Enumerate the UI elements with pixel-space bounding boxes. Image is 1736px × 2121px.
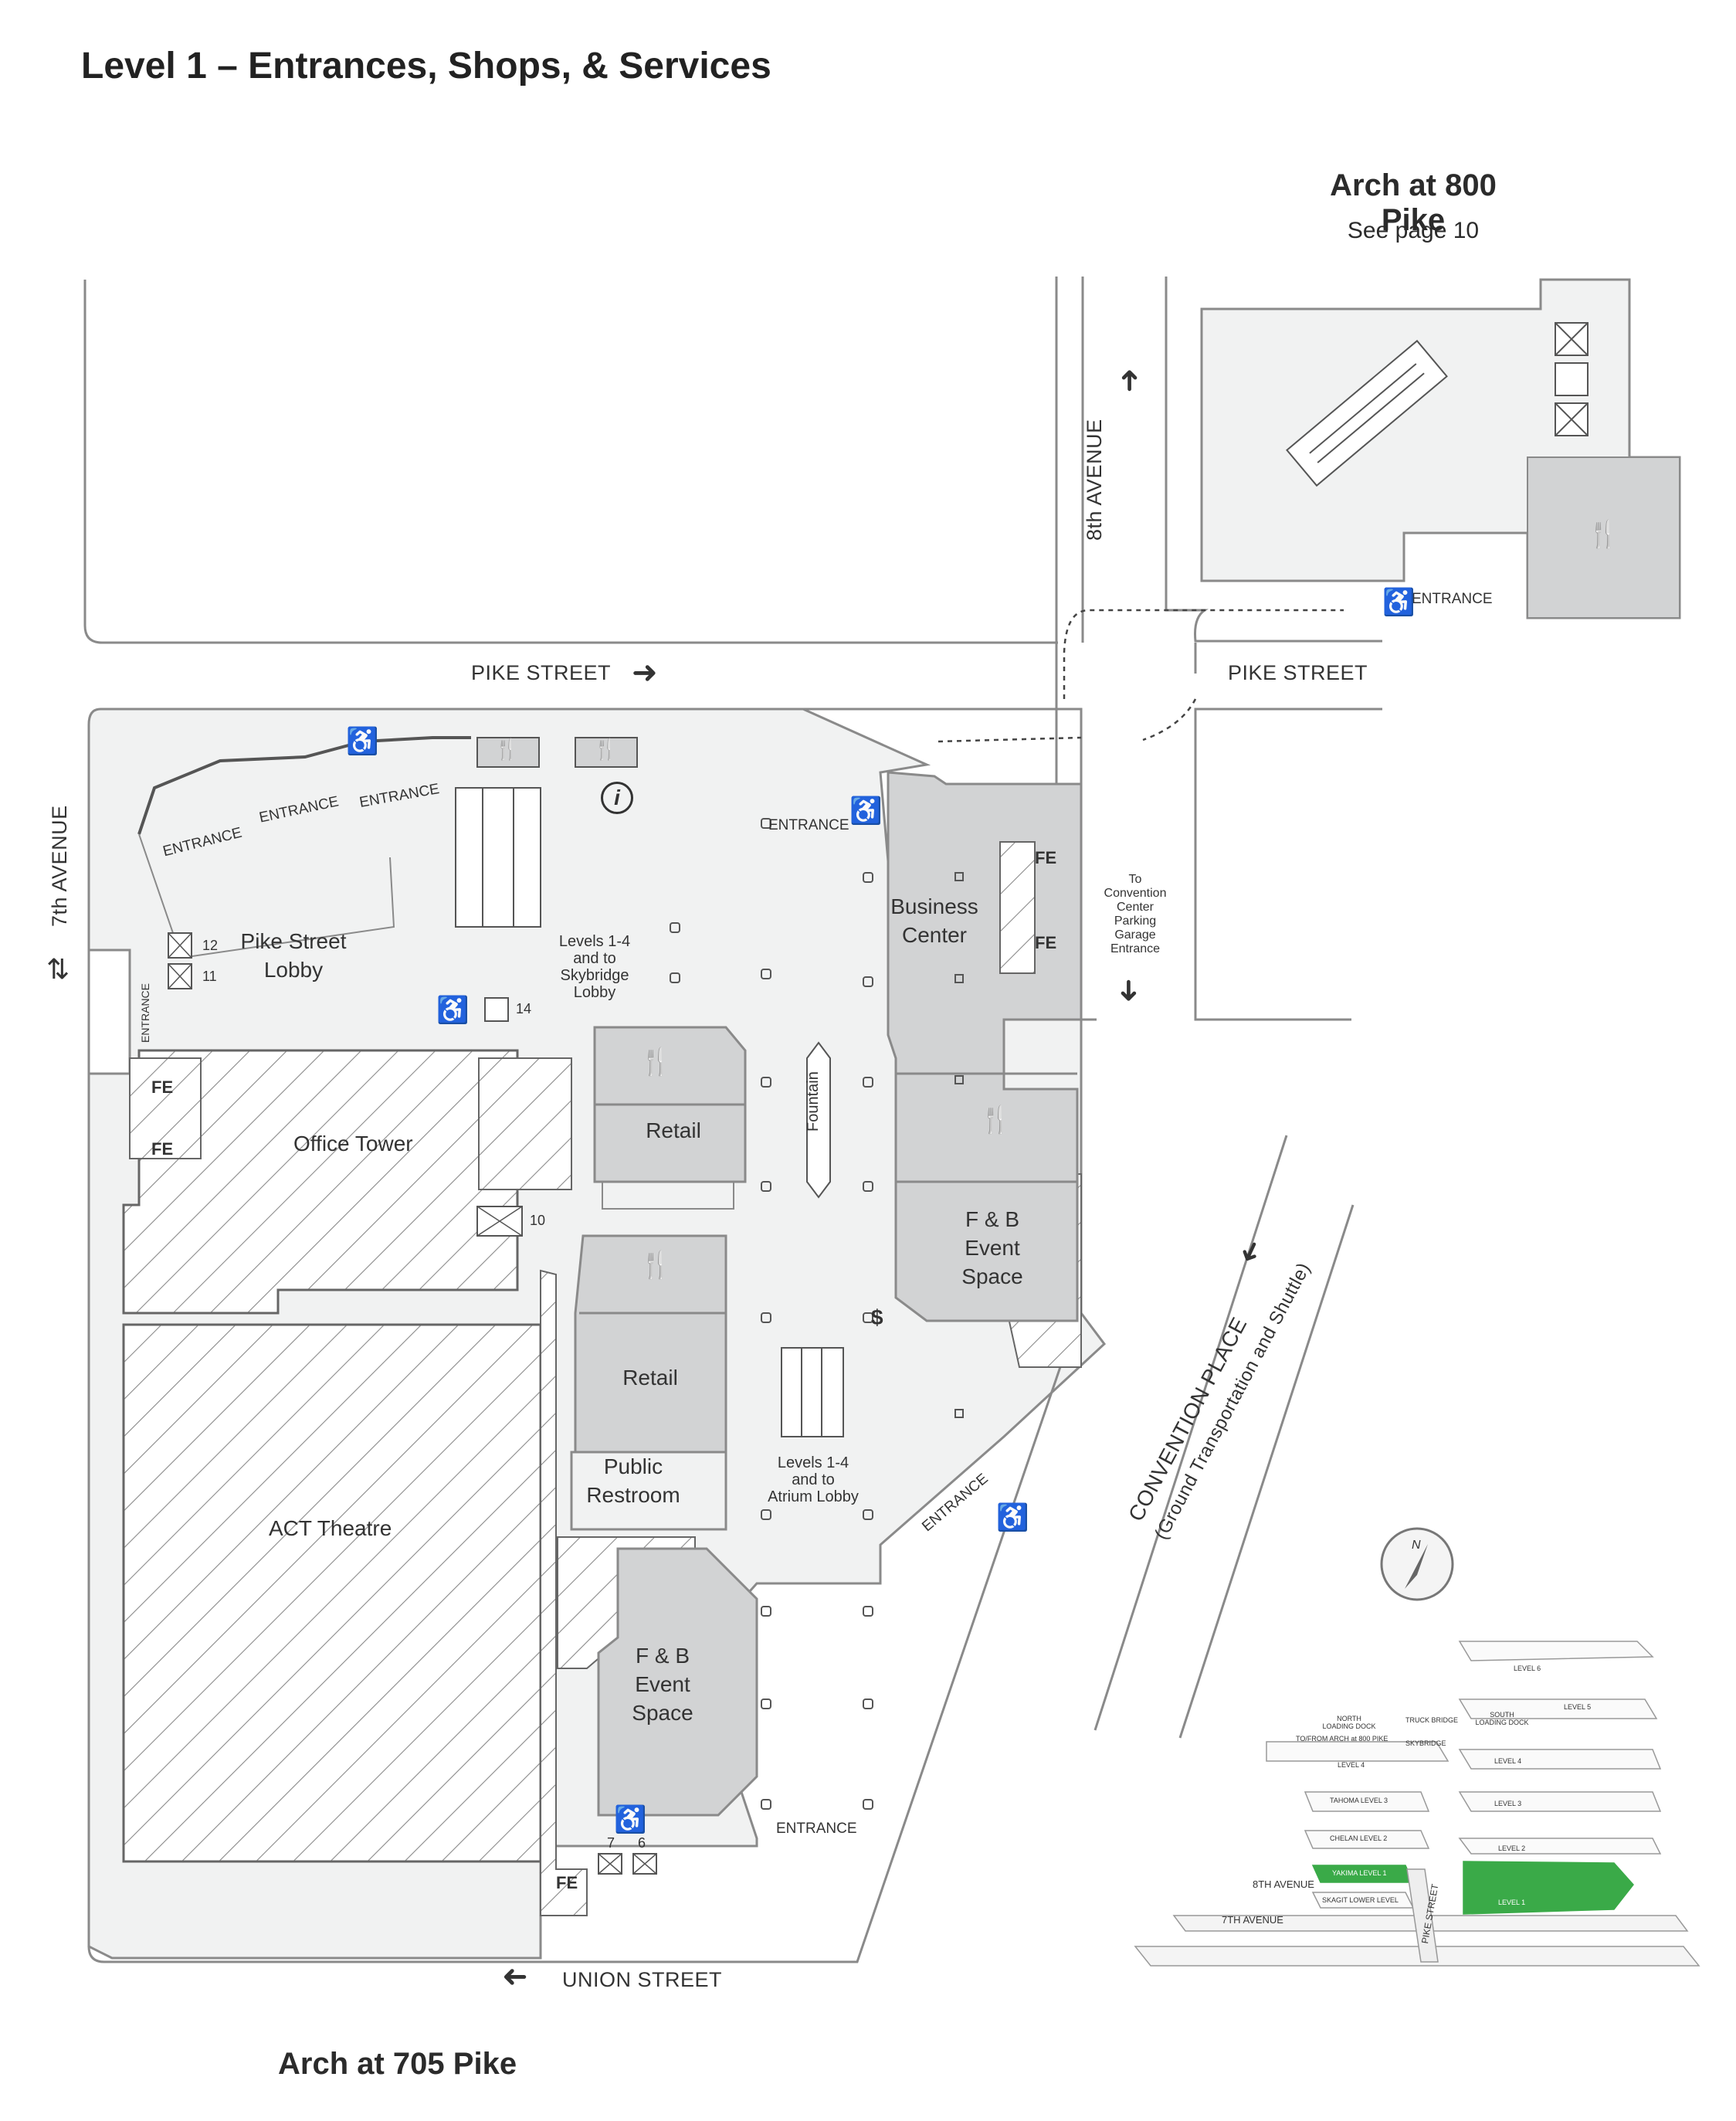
elevator-10-label: 10 — [530, 1213, 546, 1228]
fountain-label: Fountain — [805, 1071, 822, 1132]
office-tower-label: Office Tower — [293, 1132, 413, 1156]
accessible-icon-2: ♿ — [849, 796, 883, 826]
arch-800-see-page: See page 10 — [1347, 218, 1480, 243]
inset-level-4-left: LEVEL 4 — [1338, 1761, 1365, 1769]
union-street-west-arrow-icon: ➜ — [502, 1960, 528, 1994]
inset-to-from-arch: TO/FROM ARCH at 800 PIKE — [1296, 1735, 1388, 1743]
main-building — [87, 609, 1344, 1963]
accessible-icon-6: ♿ — [1382, 588, 1416, 617]
inset-skagit-lower-level: SKAGIT LOWER LEVEL — [1322, 1896, 1399, 1904]
retail-lower-label: Retail — [622, 1366, 678, 1390]
dining-icon-1: 🍴 — [639, 1047, 673, 1077]
elevator-7-label: 7 — [607, 1835, 615, 1851]
union-street-label: UNION STREET — [562, 1968, 723, 1991]
pike-street-left-label: PIKE STREET — [471, 661, 612, 684]
accessible-icon-4: ♿ — [996, 1503, 1029, 1532]
arch-705-title: Arch at 705 Pike — [278, 2047, 517, 2081]
elevator-11-label: 11 — [202, 969, 217, 984]
pike-street-east-arrow-icon: ➜ — [632, 656, 658, 690]
inset-yakima-level-1: YAKIMA LEVEL 1 — [1332, 1869, 1387, 1877]
pike-street-right-label: PIKE STREET — [1228, 661, 1368, 684]
inset-level-2: LEVEL 2 — [1498, 1844, 1526, 1852]
inset-8th-avenue: 8TH AVENUE — [1253, 1878, 1314, 1890]
inset-truck-bridge: TRUCK BRIDGE — [1405, 1716, 1459, 1724]
inset-level-6: LEVEL 6 — [1514, 1665, 1541, 1672]
garage-south-arrow-icon: ➜ — [1112, 978, 1145, 1003]
entrance-label-4: ENTRANCE — [768, 817, 849, 833]
arch-800-building — [1200, 278, 1681, 619]
inset-level-4-right: LEVEL 4 — [1494, 1757, 1522, 1765]
retail-upper-label: Retail — [646, 1118, 701, 1142]
accessible-icon-3: ♿ — [436, 996, 470, 1025]
inset-skybridge: SKYBRIDGE — [1405, 1739, 1446, 1747]
inset-level-3: LEVEL 3 — [1494, 1800, 1522, 1807]
accessible-icon-5: ♿ — [614, 1805, 647, 1834]
fe-label-3: FE — [1035, 848, 1057, 867]
arch-800-title: Arch at 800 Pike — [1330, 168, 1497, 237]
level-inset — [1134, 1641, 1700, 1967]
fe-label-2: FE — [151, 1139, 174, 1159]
inset-tahoma-level-3: TAHOMA LEVEL 3 — [1330, 1797, 1388, 1804]
north-label: N — [1412, 1539, 1421, 1552]
fe-label-1: FE — [151, 1077, 174, 1097]
inset-level-1: LEVEL 1 — [1498, 1899, 1526, 1906]
inset-south-loading-dock: SOUTH LOADING DOCK — [1475, 1711, 1529, 1726]
accessible-icon-1: ♿ — [346, 727, 379, 756]
inset-7th-avenue: 7TH AVENUE — [1222, 1914, 1283, 1926]
info-icon[interactable]: i — [601, 782, 633, 814]
elevator-6-label: 6 — [638, 1835, 646, 1851]
fe-label-4: FE — [1035, 933, 1057, 952]
page-title: Level 1 – Entrances, Shops, & Services — [81, 46, 771, 87]
fe-label-5: FE — [556, 1873, 578, 1892]
entrance-label-6: ENTRANCE — [776, 1821, 857, 1837]
dining-icon-2: 🍴 — [639, 1251, 673, 1280]
entrance-label-7: ENTRANCE — [139, 982, 151, 1043]
dining-icon-6: 🍴 — [593, 738, 619, 761]
elevator-14-label: 14 — [516, 1001, 532, 1016]
dining-icon-5: 🍴 — [494, 738, 520, 761]
dining-icon-4: 🍴 — [1587, 520, 1620, 549]
eighth-avenue-north-arrow-icon: ➜ — [1113, 368, 1146, 393]
act-theatre-label: ACT Theatre — [269, 1516, 392, 1540]
inset-north-loading-dock: NORTH LOADING DOCK — [1322, 1715, 1376, 1730]
street-blocks — [83, 277, 1382, 1739]
seventh-avenue-label: 7th AVENUE — [48, 805, 71, 927]
dining-icon-3: 🍴 — [979, 1105, 1012, 1135]
eighth-avenue-label: 8th AVENUE — [1083, 419, 1106, 541]
atm-icon: $ — [871, 1305, 883, 1329]
elevator-12-label: 12 — [202, 938, 219, 953]
inset-chelan-level-2: CHELAN LEVEL 2 — [1330, 1834, 1388, 1842]
inset-level-5: LEVEL 5 — [1564, 1703, 1592, 1711]
two-way-arrow-icon: ⇅ — [46, 953, 70, 985]
compass — [1380, 1527, 1454, 1601]
arch-800-entrance-label: ENTRANCE — [1412, 591, 1493, 607]
